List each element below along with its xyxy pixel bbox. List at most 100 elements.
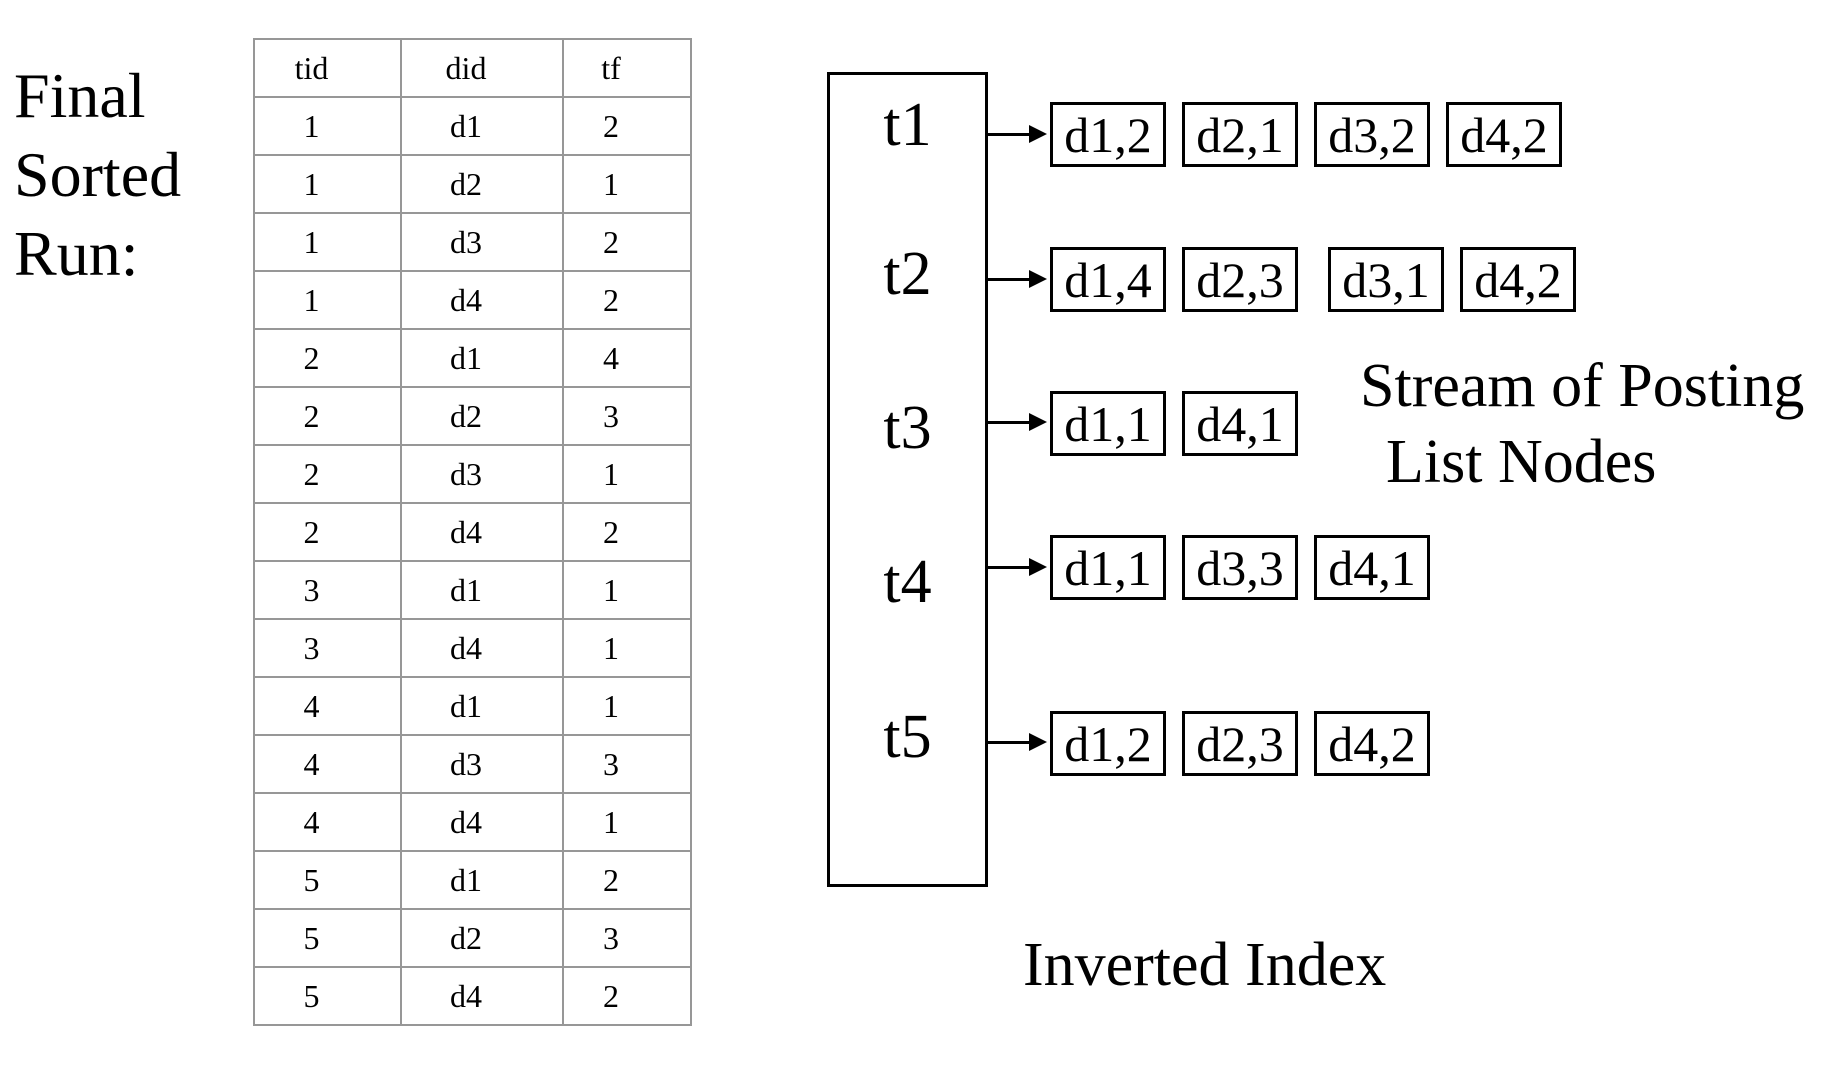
table-row: 2 d1 4 bbox=[253, 328, 692, 388]
table-row: 3 d1 1 bbox=[253, 560, 692, 620]
final-sorted-run-line2: Sorted bbox=[14, 139, 182, 210]
cell-tf: 4 bbox=[562, 328, 692, 388]
table-row: 1 d3 2 bbox=[253, 212, 692, 272]
term-label-t3: t3 bbox=[883, 394, 932, 462]
posting-node: d4,2 bbox=[1314, 711, 1430, 776]
arrow-right-icon-t3 bbox=[986, 413, 1047, 431]
posting-list-t3: d1,1 d4,1 bbox=[1050, 391, 1298, 456]
posting-list-t2: d1,4 d2,3 d3,1 d4,2 bbox=[1050, 247, 1576, 312]
header-did: did bbox=[400, 38, 564, 98]
arrow-right-icon-t5 bbox=[986, 733, 1047, 751]
cell-tid: 2 bbox=[253, 328, 402, 388]
cell-tf: 1 bbox=[562, 154, 692, 214]
term-label-t5: t5 bbox=[883, 703, 932, 771]
cell-did: d1 bbox=[400, 850, 564, 910]
table-row: 1 d1 2 bbox=[253, 96, 692, 156]
cell-did: d4 bbox=[400, 792, 564, 852]
cell-did: d3 bbox=[400, 734, 564, 794]
table-header-row: tid did tf bbox=[253, 38, 692, 98]
cell-tf: 3 bbox=[562, 734, 692, 794]
cell-tf: 1 bbox=[562, 444, 692, 504]
cell-tid: 1 bbox=[253, 154, 402, 214]
final-sorted-run-line1: Final bbox=[14, 60, 146, 131]
cell-tid: 5 bbox=[253, 966, 402, 1026]
header-tf: tf bbox=[562, 38, 692, 98]
cell-tid: 1 bbox=[253, 270, 402, 330]
cell-tid: 4 bbox=[253, 676, 402, 736]
inverted-index-label: Inverted Index bbox=[1023, 931, 1387, 999]
sorted-run-table: tid did tf 1 d1 2 1 d2 1 1 d3 2 1 d4 2 2… bbox=[253, 38, 692, 1026]
cell-did: d4 bbox=[400, 270, 564, 330]
posting-node: d1,1 bbox=[1050, 391, 1166, 456]
posting-node: d3,1 bbox=[1328, 247, 1444, 312]
stream-label-line2: List Nodes bbox=[1386, 428, 1657, 496]
cell-tid: 2 bbox=[253, 444, 402, 504]
final-sorted-run-line3: Run: bbox=[14, 218, 139, 289]
cell-tid: 1 bbox=[253, 212, 402, 272]
posting-node: d4,1 bbox=[1314, 535, 1430, 600]
posting-node: d4,2 bbox=[1460, 247, 1576, 312]
table-row: 4 d4 1 bbox=[253, 792, 692, 852]
posting-node: d1,1 bbox=[1050, 535, 1166, 600]
cell-tid: 5 bbox=[253, 850, 402, 910]
term-label-t2: t2 bbox=[883, 240, 932, 308]
cell-did: d2 bbox=[400, 908, 564, 968]
stream-of-posting-list-nodes-label: Stream of Posting List Nodes bbox=[1360, 348, 1804, 500]
table-row: 4 d3 3 bbox=[253, 734, 692, 794]
term-label-t4: t4 bbox=[883, 548, 932, 616]
posting-node: d1,2 bbox=[1050, 102, 1166, 167]
cell-did: d4 bbox=[400, 618, 564, 678]
header-tid: tid bbox=[253, 38, 402, 98]
cell-tf: 3 bbox=[562, 386, 692, 446]
posting-node: d4,2 bbox=[1446, 102, 1562, 167]
posting-node: d3,2 bbox=[1314, 102, 1430, 167]
cell-tf: 2 bbox=[562, 212, 692, 272]
cell-tf: 1 bbox=[562, 676, 692, 736]
table-row: 2 d3 1 bbox=[253, 444, 692, 504]
cell-tf: 3 bbox=[562, 908, 692, 968]
table-row: 1 d4 2 bbox=[253, 270, 692, 330]
cell-tid: 1 bbox=[253, 96, 402, 156]
posting-list-t5: d1,2 d2,3 d4,2 bbox=[1050, 711, 1430, 776]
table-row: 5 d1 2 bbox=[253, 850, 692, 910]
cell-did: d2 bbox=[400, 386, 564, 446]
cell-tf: 2 bbox=[562, 502, 692, 562]
posting-node: d1,4 bbox=[1050, 247, 1166, 312]
posting-node: d2,3 bbox=[1182, 247, 1298, 312]
cell-did: d3 bbox=[400, 444, 564, 504]
table-row: 1 d2 1 bbox=[253, 154, 692, 214]
arrow-right-icon-t1 bbox=[986, 125, 1047, 143]
cell-tid: 2 bbox=[253, 502, 402, 562]
arrow-right-icon-t4 bbox=[986, 558, 1047, 576]
table-row: 2 d4 2 bbox=[253, 502, 692, 562]
cell-tid: 4 bbox=[253, 734, 402, 794]
cell-did: d4 bbox=[400, 502, 564, 562]
cell-tf: 1 bbox=[562, 560, 692, 620]
cell-tf: 2 bbox=[562, 96, 692, 156]
cell-tf: 2 bbox=[562, 966, 692, 1026]
table-row: 5 d2 3 bbox=[253, 908, 692, 968]
cell-tf: 2 bbox=[562, 270, 692, 330]
terms-box: t1 t2 t3 t4 t5 bbox=[827, 72, 988, 887]
table-row: 3 d4 1 bbox=[253, 618, 692, 678]
cell-tid: 2 bbox=[253, 386, 402, 446]
cell-tf: 1 bbox=[562, 618, 692, 678]
table-row: 4 d1 1 bbox=[253, 676, 692, 736]
cell-tid: 3 bbox=[253, 618, 402, 678]
posting-node: d2,1 bbox=[1182, 102, 1298, 167]
cell-did: d4 bbox=[400, 966, 564, 1026]
posting-node: d4,1 bbox=[1182, 391, 1298, 456]
cell-did: d3 bbox=[400, 212, 564, 272]
posting-node: d2,3 bbox=[1182, 711, 1298, 776]
cell-tid: 3 bbox=[253, 560, 402, 620]
table-row: 2 d2 3 bbox=[253, 386, 692, 446]
cell-tf: 1 bbox=[562, 792, 692, 852]
term-label-t1: t1 bbox=[883, 91, 932, 159]
posting-list-t4: d1,1 d3,3 d4,1 bbox=[1050, 535, 1430, 600]
cell-tid: 5 bbox=[253, 908, 402, 968]
cell-did: d1 bbox=[400, 560, 564, 620]
stream-label-line1: Stream of Posting bbox=[1360, 352, 1805, 420]
cell-did: d1 bbox=[400, 676, 564, 736]
cell-did: d1 bbox=[400, 96, 564, 156]
